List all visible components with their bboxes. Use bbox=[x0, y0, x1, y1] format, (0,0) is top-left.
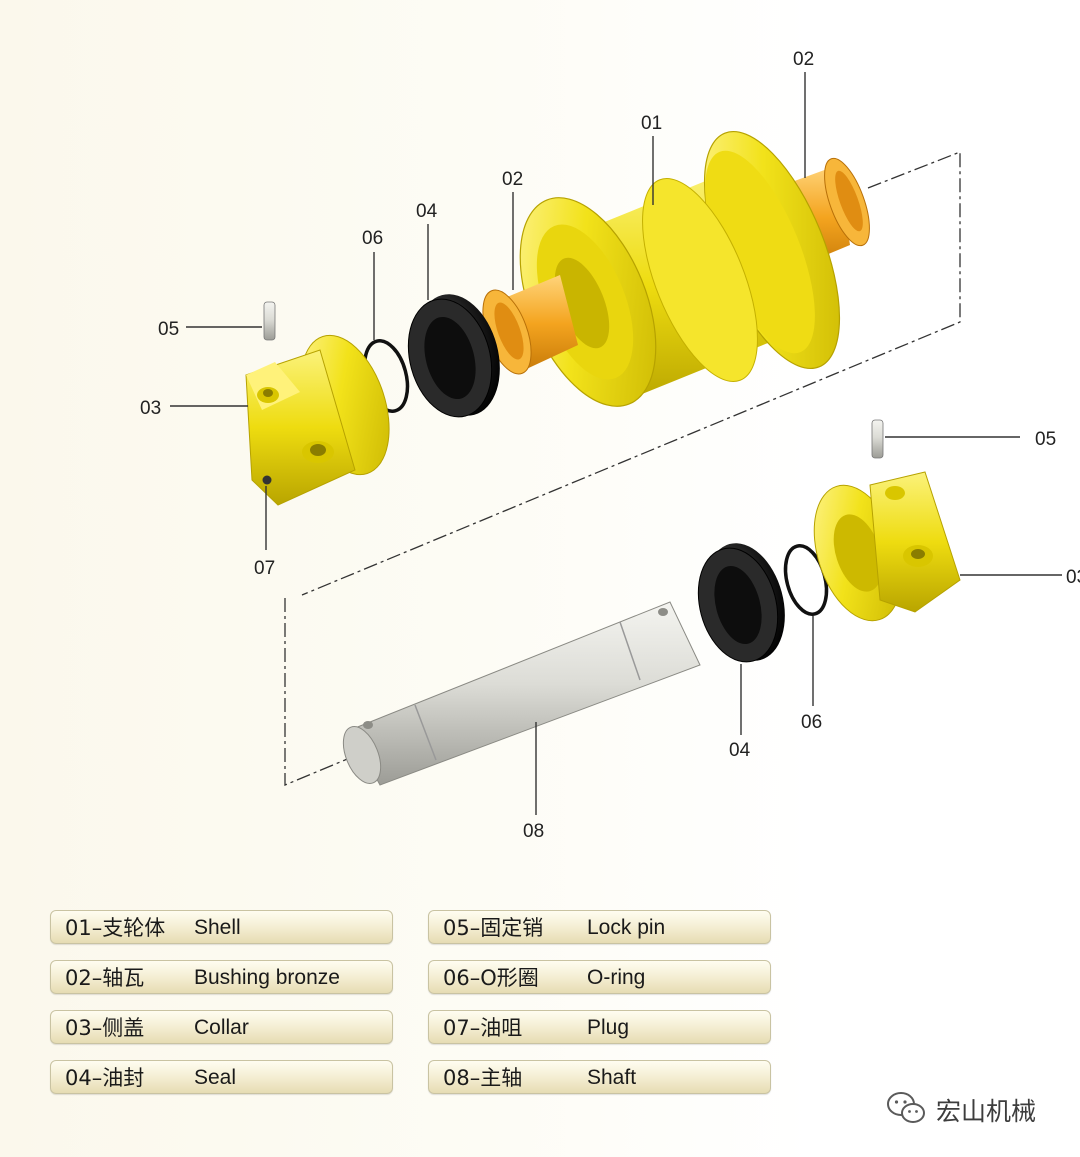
legend-name: Collar bbox=[194, 1016, 249, 1039]
watermark: 宏山机械 bbox=[886, 1090, 1036, 1130]
shell-part bbox=[482, 130, 870, 407]
collar-left bbox=[245, 334, 390, 506]
legend-item-04: 04–油封 Seal bbox=[50, 1060, 393, 1094]
callout-05-left: 05 bbox=[158, 319, 179, 340]
callout-03-right: 03 bbox=[1066, 567, 1080, 588]
legend-name: Shaft bbox=[587, 1066, 637, 1089]
legend-code: 03–侧盖 bbox=[65, 1016, 145, 1040]
legend-code: 08–主轴 bbox=[443, 1066, 523, 1090]
plug bbox=[262, 475, 272, 485]
legend-item-02: 02–轴瓦 Bushing bronze bbox=[50, 960, 393, 994]
collar-right bbox=[813, 471, 961, 622]
legend-name: Seal bbox=[194, 1066, 237, 1089]
legend-code: 02–轴瓦 bbox=[65, 966, 145, 990]
callout-08: 08 bbox=[523, 821, 544, 842]
watermark-text: 宏山机械 bbox=[936, 1097, 1037, 1126]
callout-07: 07 bbox=[254, 558, 275, 579]
callout-04-upper: 04 bbox=[416, 201, 438, 222]
exploded-diagram: 02 01 02 04 06 05 03 07 05 03 06 04 08 bbox=[140, 49, 1080, 842]
callout-02-right: 02 bbox=[793, 49, 814, 70]
legend-code: 05–固定销 bbox=[443, 916, 544, 940]
legend-code: 01–支轮体 bbox=[65, 916, 166, 940]
callout-05-right: 05 bbox=[1035, 429, 1056, 450]
legend-item-05: 05–固定销 Lock pin bbox=[428, 910, 771, 944]
seal-upper bbox=[407, 294, 500, 418]
callout-01: 01 bbox=[641, 113, 662, 134]
legend-code: 06–O形圈 bbox=[443, 966, 539, 990]
legend-item-03: 03–侧盖 Collar bbox=[50, 1010, 393, 1044]
callout-03-left: 03 bbox=[140, 398, 161, 419]
shaft bbox=[342, 601, 701, 786]
callout-04-lower: 04 bbox=[729, 740, 751, 761]
legend-name: O-ring bbox=[587, 966, 646, 989]
legend-item-06: 06–O形圈 O-ring bbox=[428, 960, 771, 994]
callout-06-lower: 06 bbox=[801, 712, 822, 733]
legend-name: Plug bbox=[587, 1016, 630, 1039]
legend-name: Shell bbox=[194, 916, 241, 939]
callout-02-left: 02 bbox=[502, 169, 523, 190]
wechat-icon bbox=[886, 1091, 926, 1129]
seal-lower bbox=[697, 543, 785, 663]
legend-code: 04–油封 bbox=[65, 1066, 145, 1090]
lock-pin-left bbox=[263, 301, 276, 341]
legend-item-08: 08–主轴 Shaft bbox=[428, 1060, 771, 1094]
legend-name: Lock pin bbox=[587, 916, 666, 939]
legend-item-01: 01–支轮体 Shell bbox=[50, 910, 393, 944]
legend-name: Bushing bronze bbox=[194, 966, 340, 989]
callout-06-upper: 06 bbox=[362, 228, 383, 249]
legend-item-07: 07–油咀 Plug bbox=[428, 1010, 771, 1044]
lock-pin-right bbox=[871, 419, 884, 459]
legend-code: 07–油咀 bbox=[443, 1016, 523, 1040]
leader-lines bbox=[170, 72, 1062, 815]
